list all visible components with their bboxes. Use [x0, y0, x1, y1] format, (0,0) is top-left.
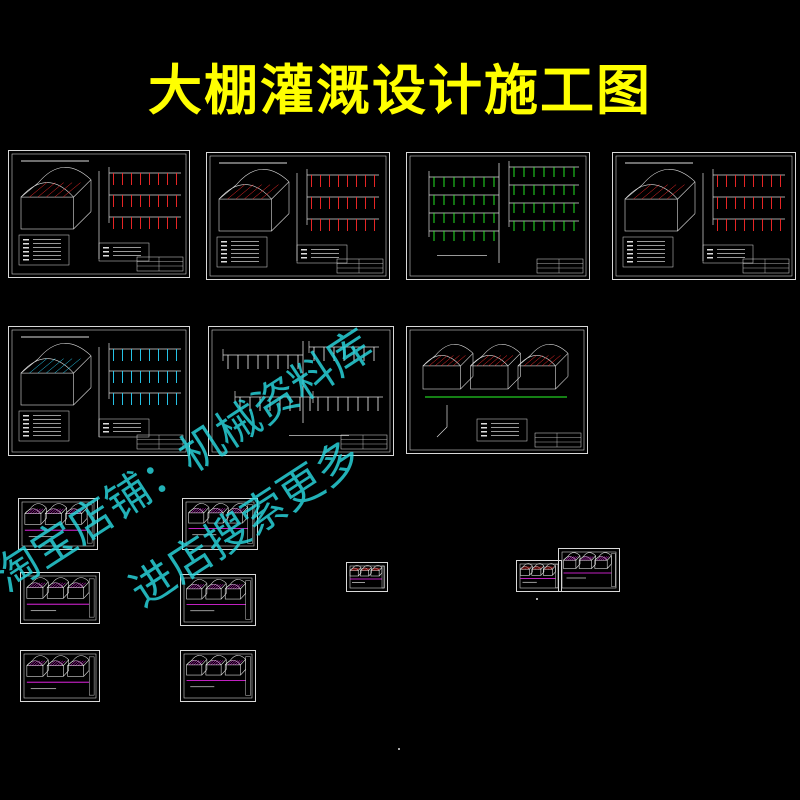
- drawing-thumb-8[interactable]: [516, 560, 562, 592]
- cad-drawing: [23, 653, 97, 699]
- cad-drawing: [183, 653, 253, 699]
- cad-drawing: [21, 501, 95, 547]
- drawing-sheet-7[interactable]: [406, 326, 588, 454]
- drawing-thumb-9[interactable]: [558, 548, 620, 592]
- drawing-thumb-2[interactable]: [182, 498, 258, 550]
- drawing-title: 大棚灌溉设计施工图: [148, 59, 652, 122]
- drawing-sheet-3[interactable]: [406, 152, 590, 280]
- cad-drawing: [409, 155, 587, 277]
- cad-drawing: [409, 329, 585, 451]
- drawing-thumb-1[interactable]: [18, 498, 98, 550]
- cad-drawing: [519, 563, 559, 589]
- drawing-sheet-4[interactable]: [612, 152, 796, 280]
- drawing-thumb-6[interactable]: [180, 650, 256, 702]
- cad-drawing: [561, 551, 617, 589]
- cad-drawing: [211, 329, 391, 453]
- drawing-sheet-5[interactable]: [8, 326, 190, 456]
- cad-drawing: [11, 329, 187, 453]
- drawing-sheet-2[interactable]: [206, 152, 390, 280]
- stray-mark: [536, 598, 538, 600]
- cad-drawing: [349, 565, 385, 589]
- drawing-sheet-6[interactable]: [208, 326, 394, 456]
- drawing-thumb-3[interactable]: [20, 572, 100, 624]
- cad-drawing: [23, 575, 97, 621]
- stray-mark: [398, 748, 400, 750]
- drawing-thumb-4[interactable]: [180, 574, 256, 626]
- cad-drawing: [183, 577, 253, 623]
- drawing-sheet-1[interactable]: [8, 150, 190, 278]
- cad-drawing: [209, 155, 387, 277]
- cad-drawing: [185, 501, 255, 547]
- cad-drawing: [615, 155, 793, 277]
- drawing-thumb-7[interactable]: [346, 562, 388, 592]
- drawing-thumb-5[interactable]: [20, 650, 100, 702]
- cad-drawing: [11, 153, 187, 275]
